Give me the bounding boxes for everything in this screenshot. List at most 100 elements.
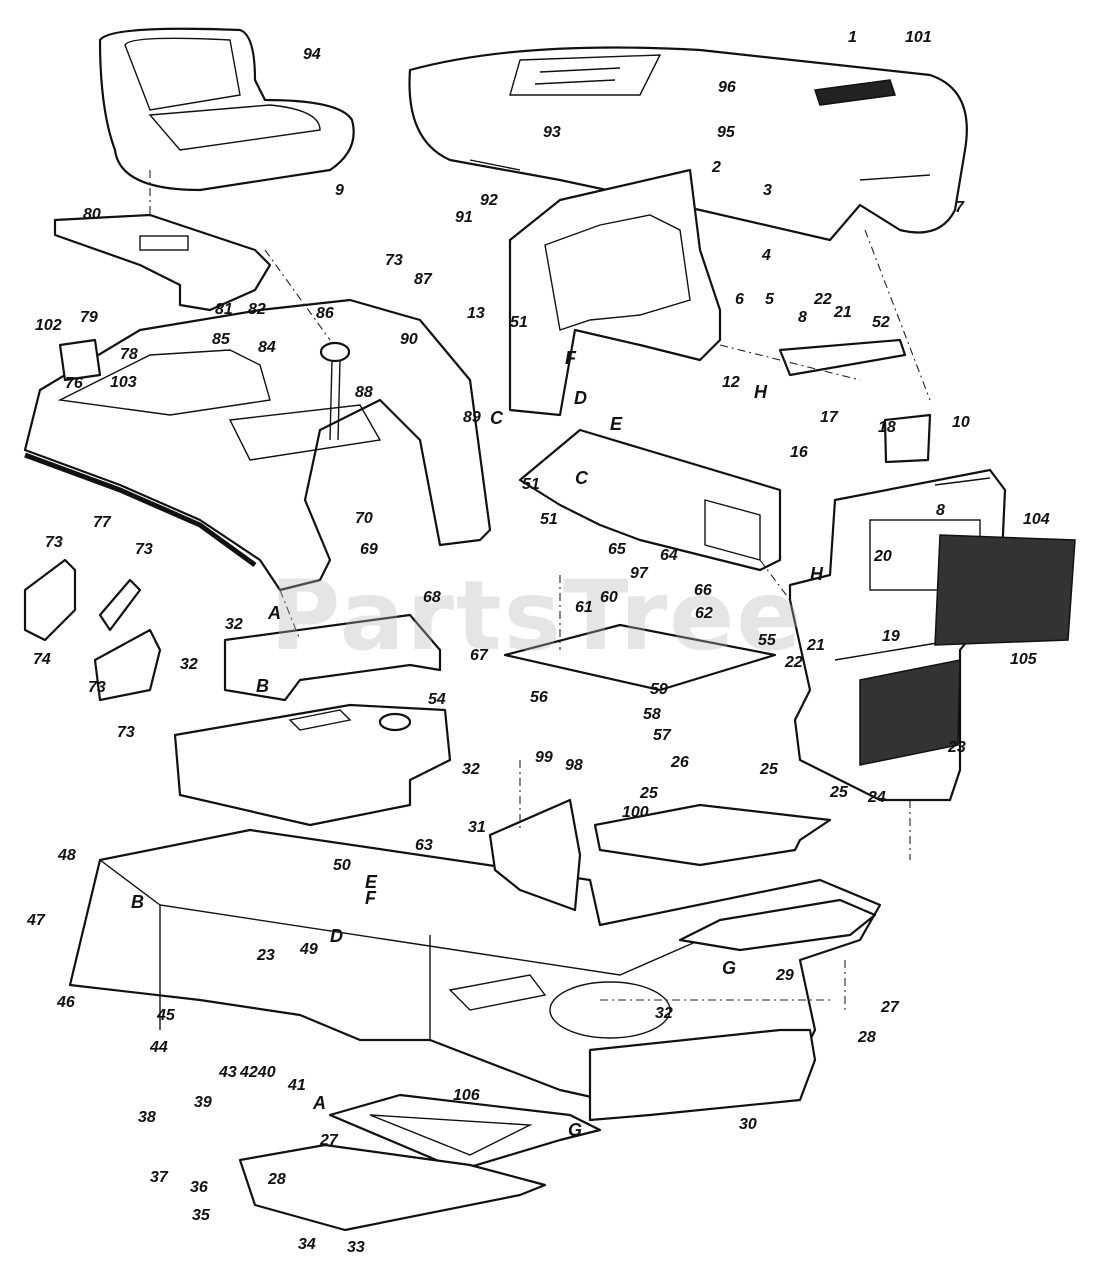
callout-label: 18 xyxy=(878,419,896,436)
callout-label: 48 xyxy=(58,847,76,864)
reference-letter: B xyxy=(256,676,269,696)
callout-label: 3 xyxy=(763,182,772,199)
fender-part xyxy=(23,298,492,592)
frame-rail-part xyxy=(588,1028,817,1122)
seat-part xyxy=(98,27,355,192)
callout-label: 16 xyxy=(790,444,808,461)
callout-label: 45 xyxy=(157,1007,175,1024)
callout-label: 5 xyxy=(765,291,774,308)
callout-label: 62 xyxy=(695,605,713,622)
callout-label: 96 xyxy=(718,79,736,96)
callout-label: 4240 xyxy=(240,1064,276,1081)
callout-label: 103 xyxy=(110,374,137,391)
callout-label: 65 xyxy=(608,541,626,558)
callout-label: 28 xyxy=(268,1171,286,1188)
callout-label: 105 xyxy=(1010,651,1037,668)
reference-letter: C xyxy=(575,468,588,488)
callout-label: 100 xyxy=(622,804,649,821)
callout-label: 73 xyxy=(117,724,135,741)
reference-letter: G xyxy=(568,1120,583,1140)
callout-label: 9 xyxy=(335,182,344,199)
reference-letter: H xyxy=(754,382,767,402)
callout-label: 51 xyxy=(540,511,558,528)
callout-label: 19 xyxy=(882,628,900,645)
callout-label: 32 xyxy=(225,616,243,633)
callout-label: 25 xyxy=(640,785,658,802)
callout-label: 73 xyxy=(135,541,153,558)
callout-label: 31 xyxy=(468,819,486,836)
reference-letter: D xyxy=(574,388,587,408)
callout-label: 89 xyxy=(463,409,481,426)
callout-label: 23 xyxy=(948,739,966,756)
callout-label: 32 xyxy=(462,761,480,778)
callout-label: 7 xyxy=(955,199,964,216)
reference-letter: C xyxy=(490,408,503,428)
callout-label: 10 xyxy=(952,414,970,431)
callout-label: 68 xyxy=(423,589,441,606)
callout-label: 25 xyxy=(830,784,848,801)
battery-bracket-part xyxy=(518,428,782,572)
callout-label: 74 xyxy=(33,651,51,668)
reference-letter: D xyxy=(330,926,343,946)
callout-label: 32 xyxy=(655,1005,673,1022)
callout-label: 24 xyxy=(868,789,886,806)
callout-label: 58 xyxy=(643,706,661,723)
callout-label: 73 xyxy=(88,679,106,696)
callout-label: 8 xyxy=(798,309,807,326)
callout-label: 29 xyxy=(776,967,794,984)
callout-label: 34 xyxy=(298,1236,316,1253)
callout-label: 106 xyxy=(453,1087,480,1104)
callout-label: 52 xyxy=(872,314,890,331)
callout-label: 67 xyxy=(470,647,488,664)
battery-tray-part xyxy=(593,803,832,867)
callout-label: 97 xyxy=(630,565,648,582)
callout-label: 38 xyxy=(138,1109,156,1126)
callout-label: 73 xyxy=(385,252,403,269)
callout-label: 6 xyxy=(735,291,744,308)
callout-label: 46 xyxy=(57,994,75,1011)
callout-label: 25 xyxy=(760,761,778,778)
callout-label: 88 xyxy=(355,384,373,401)
callout-label: 92 xyxy=(480,192,498,209)
callout-label: 37 xyxy=(150,1169,168,1186)
callout-label: 78 xyxy=(120,346,138,363)
callout-label: 87 xyxy=(414,271,432,288)
callout-label: 51 xyxy=(510,314,528,331)
callout-label: 54 xyxy=(428,691,446,708)
callout-label: 36 xyxy=(190,1179,208,1196)
callout-label: 8 xyxy=(936,502,945,519)
callout-label: 84 xyxy=(258,339,276,356)
callout-label: 47 xyxy=(27,912,45,929)
callout-label: 27 xyxy=(320,1132,338,1149)
callout-label: 28 xyxy=(858,1029,876,1046)
callout-label: 59 xyxy=(650,681,668,698)
fuel-tank-part xyxy=(173,703,452,827)
callout-label: 49 xyxy=(300,941,318,958)
callout-label: 101 xyxy=(905,29,932,46)
callout-label: 22 xyxy=(785,654,803,671)
reference-letter: F xyxy=(365,888,376,908)
callout-label: 35 xyxy=(192,1207,210,1224)
callout-label: 55 xyxy=(758,632,776,649)
callout-label: 77 xyxy=(93,514,111,531)
callout-label: 39 xyxy=(194,1094,212,1111)
callout-label: 91 xyxy=(455,209,473,226)
callout-label: 51 xyxy=(522,476,540,493)
callout-label: 27 xyxy=(881,999,899,1016)
tank-cover-part xyxy=(223,613,442,702)
callout-label: 82 xyxy=(248,301,266,318)
callout-label: 12 xyxy=(722,374,740,391)
callout-label: 32 xyxy=(180,656,198,673)
reference-letter: B xyxy=(131,892,144,912)
callout-label: 50 xyxy=(333,857,351,874)
callout-label: 44 xyxy=(150,1039,168,1056)
throttle-control-part xyxy=(23,558,77,642)
callout-label: 76 xyxy=(65,375,83,392)
callout-label: 17 xyxy=(820,409,838,426)
reference-letter: A xyxy=(313,1093,326,1113)
callout-label: 60 xyxy=(600,589,618,606)
callout-label: 80 xyxy=(83,206,101,223)
callout-label: 99 xyxy=(535,749,553,766)
footrest-part xyxy=(238,1143,547,1232)
